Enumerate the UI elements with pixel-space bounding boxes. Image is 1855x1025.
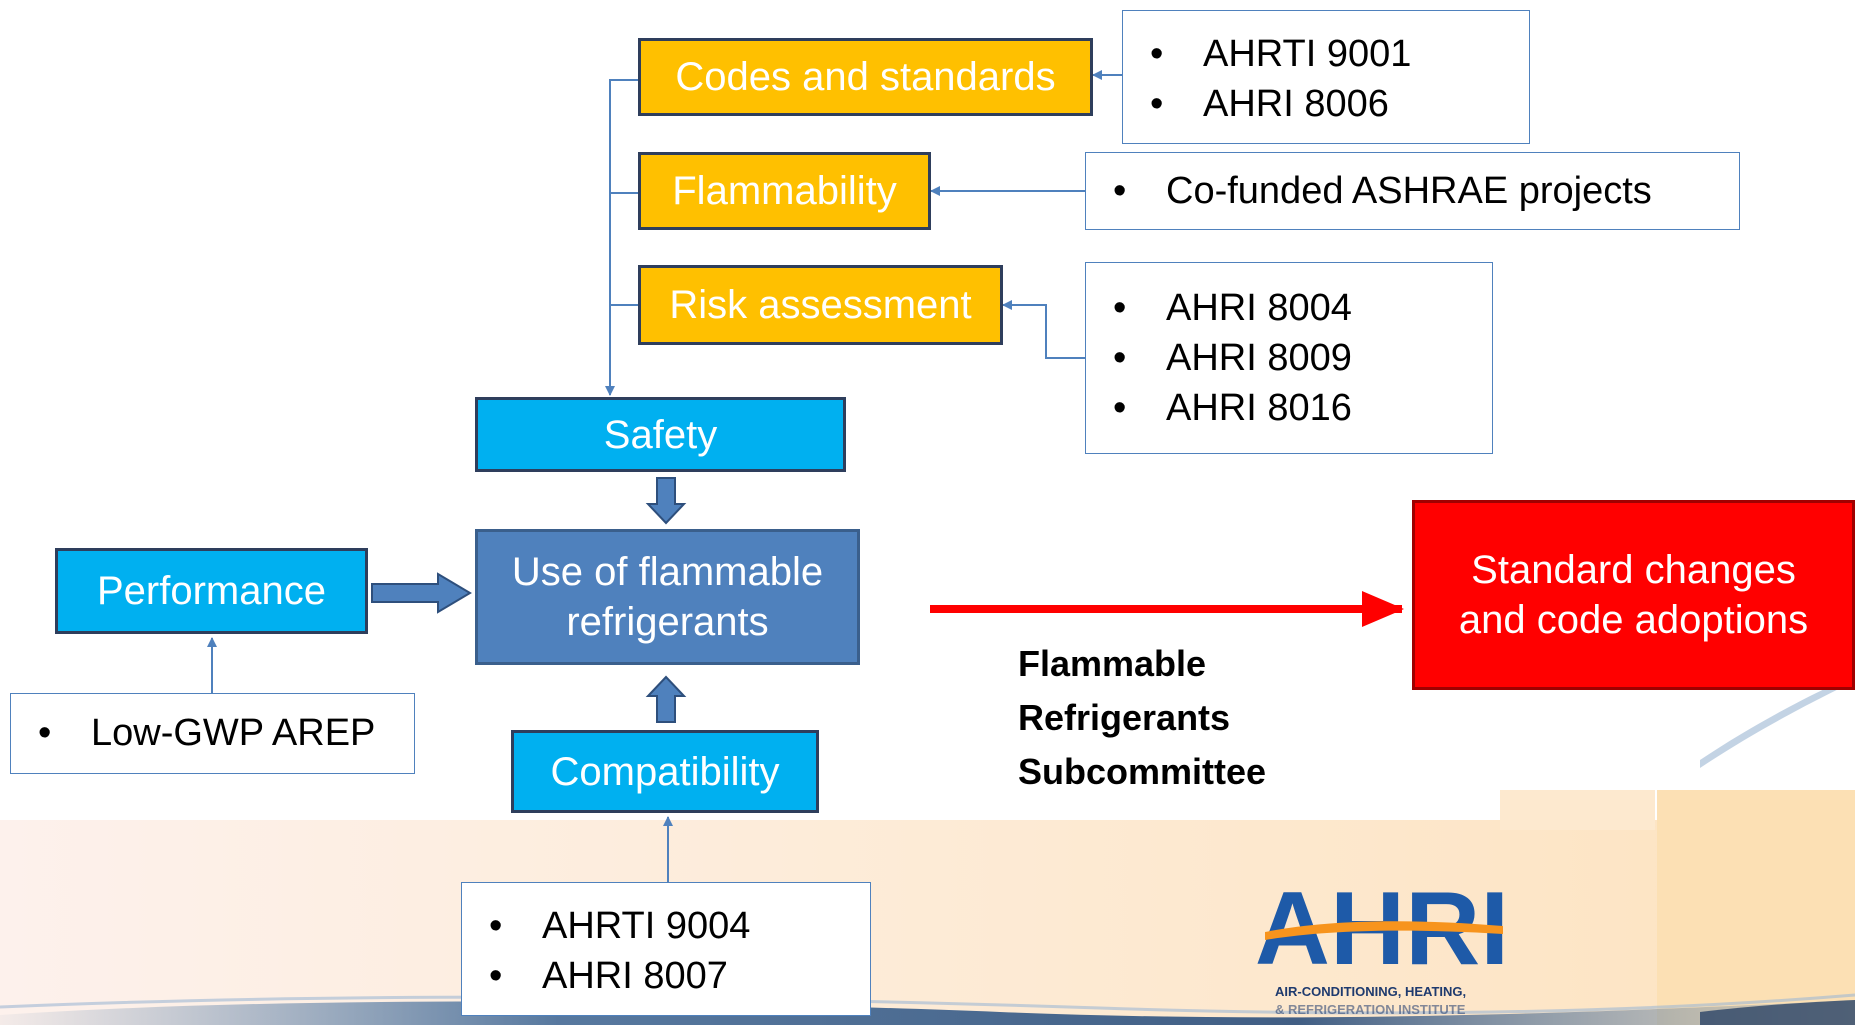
result-label-line1: Standard changes: [1471, 548, 1796, 592]
risk-assessment-box: Risk assessment: [638, 265, 1003, 345]
logo-swoosh-icon: [1265, 921, 1503, 940]
list-item: AHRTI 9001: [1123, 29, 1529, 79]
list-item: AHRI 8004: [1086, 283, 1492, 333]
result-label-line2: and code adoptions: [1458, 598, 1809, 642]
performance-right-arrow: [371, 572, 472, 614]
list-item: AHRI 8007: [462, 951, 870, 1001]
risk-assessment-label: Risk assessment: [669, 283, 972, 327]
flammability-box: Flammability: [638, 152, 931, 230]
standard-changes-box: Standard changes and code adoptions: [1412, 500, 1855, 690]
subcommittee-line1: Flammable: [1018, 643, 1207, 684]
use-label-line1: Use of flammable: [511, 550, 824, 594]
safety-down-arrow: [645, 477, 687, 525]
ahri-logo: AHRI AIR-CONDITIONING, HEATING, & REFRIG…: [1255, 871, 1510, 1025]
subcommittee-label: Flammable Refrigerants Subcommittee: [1018, 637, 1266, 799]
subcommittee-line2: Refrigerants: [1018, 697, 1231, 738]
logo-tagline-2: & REFRIGERATION INSTITUTE: [1275, 1002, 1466, 1017]
bracket-connector: [605, 79, 638, 396]
list-item: AHRI 8016: [1086, 383, 1492, 433]
codes-and-standards-box: Codes and standards: [638, 38, 1093, 116]
codes-projects-list: AHRTI 9001 AHRI 8006: [1122, 10, 1530, 144]
flammability-projects-list: Co-funded ASHRAE projects: [1085, 152, 1740, 230]
subcommittee-line3: Subcommittee: [1018, 751, 1267, 792]
logo-tagline-1: AIR-CONDITIONING, HEATING,: [1275, 984, 1467, 999]
compatibility-box: Compatibility: [511, 730, 819, 813]
performance-label: Performance: [97, 569, 326, 613]
performance-box: Performance: [55, 548, 368, 634]
list-item: Co-funded ASHRAE projects: [1086, 166, 1739, 216]
flammability-label: Flammability: [672, 169, 897, 213]
risk-list-connector: [1002, 300, 1085, 359]
use-of-flammable-refrigerants-box: Use of flammable refrigerants: [475, 529, 860, 665]
compatibility-label: Compatibility: [550, 749, 780, 794]
use-label-line2: refrigerants: [566, 600, 769, 644]
safety-box: Safety: [475, 397, 846, 472]
performance-projects-list: Low-GWP AREP: [10, 693, 415, 774]
compatibility-up-arrow: [645, 675, 687, 723]
list-item: AHRI 8006: [1123, 79, 1529, 129]
compatibility-projects-list: AHRTI 9004 AHRI 8007: [461, 882, 871, 1016]
risk-projects-list: AHRI 8004 AHRI 8009 AHRI 8016: [1085, 262, 1493, 454]
list-item: Low-GWP AREP: [11, 708, 414, 758]
codes-and-standards-label: Codes and standards: [675, 55, 1056, 99]
list-item: AHRTI 9004: [462, 901, 870, 951]
ahri-logo-mark: AHRI: [1255, 871, 1509, 987]
list-item: AHRI 8009: [1086, 333, 1492, 383]
safety-label: Safety: [603, 412, 718, 457]
